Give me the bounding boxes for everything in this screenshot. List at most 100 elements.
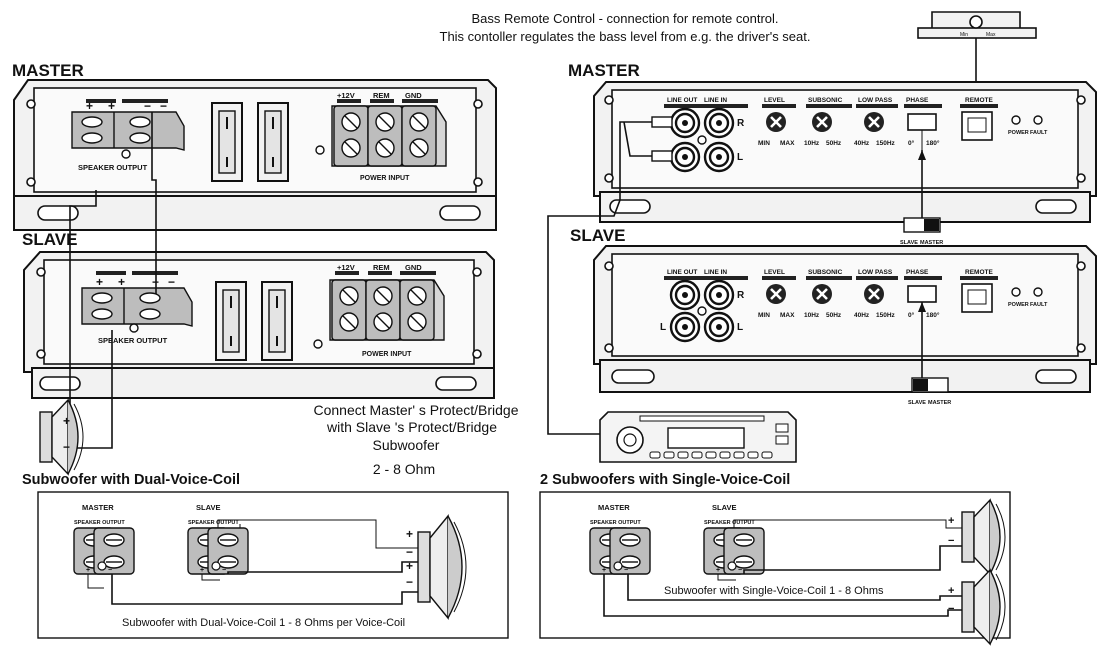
- bl-slave-plus: +: [200, 567, 204, 574]
- bl-master-plus: +: [86, 567, 90, 574]
- rs-switch-master: MASTER: [928, 400, 951, 406]
- bl-slave-speaker-output: SPEAKER OUTPUT: [188, 520, 239, 526]
- rm-phase-label: PHASE: [906, 97, 929, 104]
- left-sub-minus: −: [63, 440, 70, 454]
- rs-l-label: L: [737, 322, 743, 333]
- rs-remote-label: REMOTE: [965, 269, 993, 276]
- rm-r-label: R: [737, 118, 745, 129]
- rs-fault-led-icon: [1033, 287, 1043, 297]
- br-master-minus: −: [624, 567, 628, 574]
- left-master-plus-2: +: [108, 99, 115, 113]
- left-subwoofer-icon: [39, 399, 84, 475]
- rs-phase-0: 0°: [908, 311, 915, 319]
- right-master-amp: LINE OUT LINE IN R L LEVEL MIN MAX SUBSO…: [593, 81, 1097, 223]
- br-master-label: MASTER: [598, 503, 630, 512]
- rm-lp-high: 150Hz: [876, 140, 896, 147]
- rs-switch-slave: SLAVE: [908, 400, 926, 406]
- left-slave-plus-1: +: [96, 275, 103, 289]
- rs-r-label: R: [737, 290, 745, 301]
- middle-text-line-2: with Slave 's Protect/Bridge: [326, 419, 497, 435]
- rm-fault-led-icon: [1033, 115, 1043, 125]
- left-slave-amp: + + − − SPEAKER OUTPUT +12V REM GND POWE…: [23, 251, 495, 399]
- left-master-power-input-label: POWER INPUT: [360, 175, 410, 182]
- left-master-minus-1: −: [144, 99, 151, 113]
- rs-rca-in-l-icon: [703, 311, 735, 343]
- right-slave-title: SLAVE: [570, 226, 625, 245]
- left-master-gnd-label: GND: [405, 91, 422, 100]
- right-master-title: MASTER: [568, 61, 640, 80]
- rs-rca-out-l-icon: [669, 311, 701, 343]
- bl-minus-2: −: [406, 575, 413, 589]
- rm-phase-180: 180°: [926, 139, 940, 147]
- left-slave-12v-label: +12V: [337, 263, 355, 272]
- right-slave-amp: LINE OUT LINE IN R L L LEVEL MIN MAX SUB…: [593, 245, 1097, 393]
- rs-subsonic-label: SUBSONIC: [808, 269, 843, 276]
- rm-sub-low: 10Hz: [804, 140, 820, 147]
- br-slave-minus: −: [738, 567, 742, 574]
- rm-phase-switch: [907, 113, 937, 131]
- left-master-title: MASTER: [12, 61, 84, 80]
- bl-minus-1: −: [406, 545, 413, 559]
- rm-level-max: MAX: [780, 140, 795, 147]
- bl-slave-minus: −: [222, 567, 226, 574]
- rm-level-knob-icon: [764, 110, 788, 134]
- left-slave-gnd-label: GND: [405, 263, 422, 272]
- remote-min-label: Min: [960, 32, 968, 38]
- rs-level-max: MAX: [780, 312, 795, 319]
- rm-level-label: LEVEL: [764, 97, 785, 104]
- br-master-speaker-output: SPEAKER OUTPUT: [590, 520, 641, 526]
- rs-level-min: MIN: [758, 312, 770, 319]
- rm-line-in-label: LINE IN: [704, 97, 727, 104]
- bl-master-minus: −: [108, 567, 112, 574]
- header-line-1: Bass Remote Control - connection for rem…: [471, 11, 778, 26]
- rm-l-label: L: [737, 152, 743, 163]
- left-slave-power-input-label: POWER INPUT: [362, 351, 412, 358]
- rm-fault-label: FAULT: [1030, 130, 1048, 136]
- car-radio-head-unit: [599, 411, 797, 463]
- rs-phase-switch: [907, 285, 937, 303]
- rs-rca-out-r-icon: [669, 279, 701, 311]
- left-sub-plus: +: [63, 414, 70, 428]
- rs-subsonic-knob-icon: [810, 282, 834, 306]
- rm-power-led-icon: [1011, 115, 1021, 125]
- rs-low-pass-label: LOW PASS: [858, 269, 893, 276]
- bl-plus-2: +: [406, 559, 413, 573]
- left-master-plus-1: +: [86, 99, 93, 113]
- rm-level-min: MIN: [758, 140, 770, 147]
- rm-rca-out-l-icon: [669, 141, 701, 173]
- bl-master-speaker-output: SPEAKER OUTPUT: [74, 520, 125, 526]
- rs-line-in-label: LINE IN: [704, 269, 727, 276]
- left-master-rem-label: REM: [373, 91, 390, 100]
- rs-lp-high: 150Hz: [876, 312, 896, 319]
- rm-switch-slave: SLAVE: [900, 240, 918, 246]
- bl-plus-1: +: [406, 527, 413, 541]
- rm-subsonic-label: SUBSONIC: [808, 97, 843, 104]
- rs-power-led-icon: [1011, 287, 1021, 297]
- rm-rca-in-l-icon: [703, 141, 735, 173]
- left-slave-speaker-output-label: SPEAKER OUTPUT: [98, 336, 168, 345]
- rs-low-pass-knob-icon: [862, 282, 886, 306]
- bottom-left-title: Subwoofer with Dual-Voice-Coil: [22, 472, 240, 488]
- br-slave-speaker-output: SPEAKER OUTPUT: [704, 520, 755, 526]
- rm-lp-low: 40Hz: [854, 140, 870, 147]
- rm-subsonic-knob-icon: [810, 110, 834, 134]
- bl-slave-label: SLAVE: [196, 503, 220, 512]
- left-slave-minus-2: −: [168, 275, 175, 289]
- rm-phase-0: 0°: [908, 139, 915, 147]
- bl-master-label: MASTER: [82, 503, 114, 512]
- rca-cables: [547, 116, 673, 435]
- left-master-speaker-output-label: SPEAKER OUTPUT: [78, 163, 148, 172]
- rm-switch-master: MASTER: [920, 240, 943, 246]
- rs-line-out-label: LINE OUT: [667, 269, 697, 276]
- middle-text-line-1: Connect Master' s Protect/Bridge: [314, 402, 519, 418]
- rm-remote-label: REMOTE: [965, 97, 993, 104]
- br-master-plus: +: [602, 567, 606, 574]
- rm-power-label: POWER: [1008, 130, 1029, 136]
- rs-power-label: POWER: [1008, 302, 1029, 308]
- rs-sub-high: 50Hz: [826, 312, 842, 319]
- br-slave-plus: +: [716, 567, 720, 574]
- rm-rca-in-r-icon: [703, 107, 735, 139]
- br-minus-1: −: [948, 535, 954, 547]
- bass-remote-control: Min Max: [917, 11, 1037, 39]
